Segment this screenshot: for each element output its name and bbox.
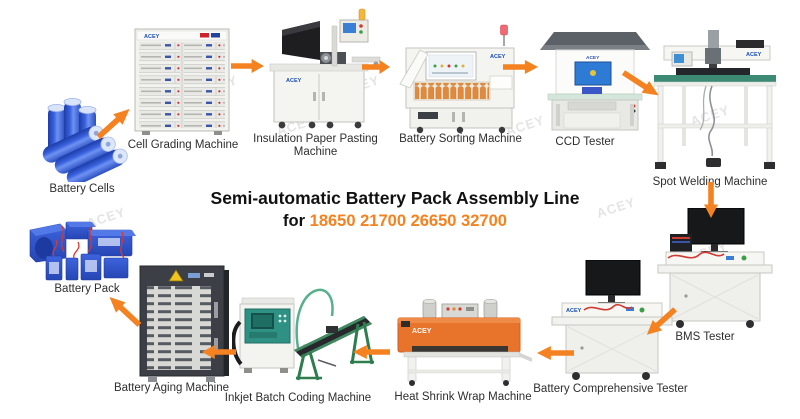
battery-sorting-illustration: ACEY xyxy=(399,24,515,134)
brand-logo: ACEY xyxy=(490,54,506,60)
flow-arrow-9 xyxy=(353,344,390,360)
flow-arrow-5 xyxy=(619,66,663,102)
flow-arrow-7 xyxy=(642,303,681,340)
tunnel-opening xyxy=(412,346,508,352)
beacon-light xyxy=(500,24,508,36)
indicator-blue xyxy=(211,33,220,38)
comprehensive-tester-illustration: ACEY xyxy=(551,259,673,380)
label-inkjet-batch-coding-machine: Inkjet Batch Coding Machine xyxy=(224,392,372,404)
foot-pedal xyxy=(706,158,721,167)
label-battery-pack: Battery Pack xyxy=(54,283,120,295)
brand-logo: ACEY xyxy=(746,52,762,58)
battery-pack-illustration xyxy=(29,221,136,281)
flow-arrow-4 xyxy=(503,59,538,75)
flow-arrow-8 xyxy=(537,345,574,361)
title-line1: Semi-automatic Battery Pack Assembly Lin… xyxy=(210,188,580,208)
inkjet-coder-illustration xyxy=(231,288,374,381)
label-battery-cells: Battery Cells xyxy=(49,183,115,195)
battery-channels xyxy=(415,83,489,99)
indicator-red xyxy=(200,33,209,38)
battery-cells-illustration xyxy=(42,98,128,186)
node-insulation-paper-pasting-machine: ACEY xyxy=(256,8,382,130)
printhead xyxy=(326,326,338,333)
feed-ramp xyxy=(399,49,429,89)
conveyor-belt xyxy=(294,316,372,358)
label-ccd-tester: CCD Tester xyxy=(555,136,615,148)
brand-logo: ACEY xyxy=(412,328,432,335)
node-heat-shrink-wrap-machine: ACEY xyxy=(390,296,532,386)
node-battery-pack xyxy=(26,212,138,288)
diagram-title: Semi-automatic Battery Pack Assembly Lin… xyxy=(150,188,640,231)
node-bms-tester xyxy=(656,207,776,330)
warning-triangle-icon xyxy=(168,269,184,282)
brand-logo: ACEY xyxy=(144,34,160,40)
node-inkjet-batch-coding-machine xyxy=(231,264,384,386)
weld-cables xyxy=(708,85,716,157)
battery-pack-boxes xyxy=(29,221,136,281)
title-line2: for 18650 21700 26650 32700 xyxy=(283,212,507,230)
weld-platform xyxy=(676,68,750,75)
monitor xyxy=(687,207,745,245)
cell-grading-illustration: ACEY xyxy=(134,28,230,135)
label-insulation-paper-pasting-machine: Insulation Paper Pasting Machine xyxy=(253,133,378,159)
label-cell-grading-machine: Cell Grading Machine xyxy=(127,139,239,151)
flow-arrow-11 xyxy=(104,291,145,331)
ink-supply-tube xyxy=(295,288,334,349)
label-battery-sorting-machine: Battery Sorting Machine xyxy=(399,133,522,145)
battery-aging-illustration xyxy=(139,265,229,382)
beacon-light xyxy=(358,8,366,21)
test-wires xyxy=(667,251,725,259)
label-battery-comprehensive-tester: Battery Comprehensive Tester xyxy=(533,383,688,395)
ccd-tester-illustration: ACEY xyxy=(540,32,650,131)
panel-screen xyxy=(343,23,356,33)
node-battery-sorting-machine: ACEY xyxy=(398,22,522,134)
node-battery-cells xyxy=(28,94,128,186)
node-battery-aging-machine xyxy=(134,260,234,384)
brand-logo: ACEY xyxy=(586,55,600,61)
weld-head xyxy=(708,30,719,48)
monitor xyxy=(585,259,641,296)
node-cell-grading-machine: ACEY xyxy=(134,28,232,136)
heat-shrink-illustration: ACEY xyxy=(397,299,532,386)
flow-arrow-6 xyxy=(703,182,719,218)
flow-arrow-1 xyxy=(93,103,135,143)
pack-wires xyxy=(52,225,125,259)
title-model-numbers: 18650 21700 26650 32700 xyxy=(309,212,507,230)
node-spot-welding-machine: ACEY xyxy=(648,20,782,175)
test-instrument xyxy=(665,251,765,266)
test-fixture xyxy=(582,87,602,94)
brand-logo: ACEY xyxy=(286,78,302,84)
label-heat-shrink-wrap-machine: Heat Shrink Wrap Machine xyxy=(394,391,532,403)
node-battery-comprehensive-tester: ACEY xyxy=(546,259,678,382)
label-battery-aging-machine: Battery Aging Machine xyxy=(113,382,230,394)
test-wires xyxy=(583,303,633,311)
bms-tester-illustration xyxy=(657,207,773,328)
spot-welding-illustration: ACEY xyxy=(653,30,777,169)
brand-logo: ACEY xyxy=(566,308,582,314)
insulation-pasting-illustration: ACEY xyxy=(269,8,381,129)
printhead-hose xyxy=(231,320,243,366)
flow-arrow-3 xyxy=(362,59,390,75)
flow-arrow-10 xyxy=(202,344,236,360)
label-bms-tester: BMS Tester xyxy=(675,331,735,343)
node-ccd-tester: ACEY xyxy=(538,28,652,134)
flow-arrow-2 xyxy=(231,58,264,74)
